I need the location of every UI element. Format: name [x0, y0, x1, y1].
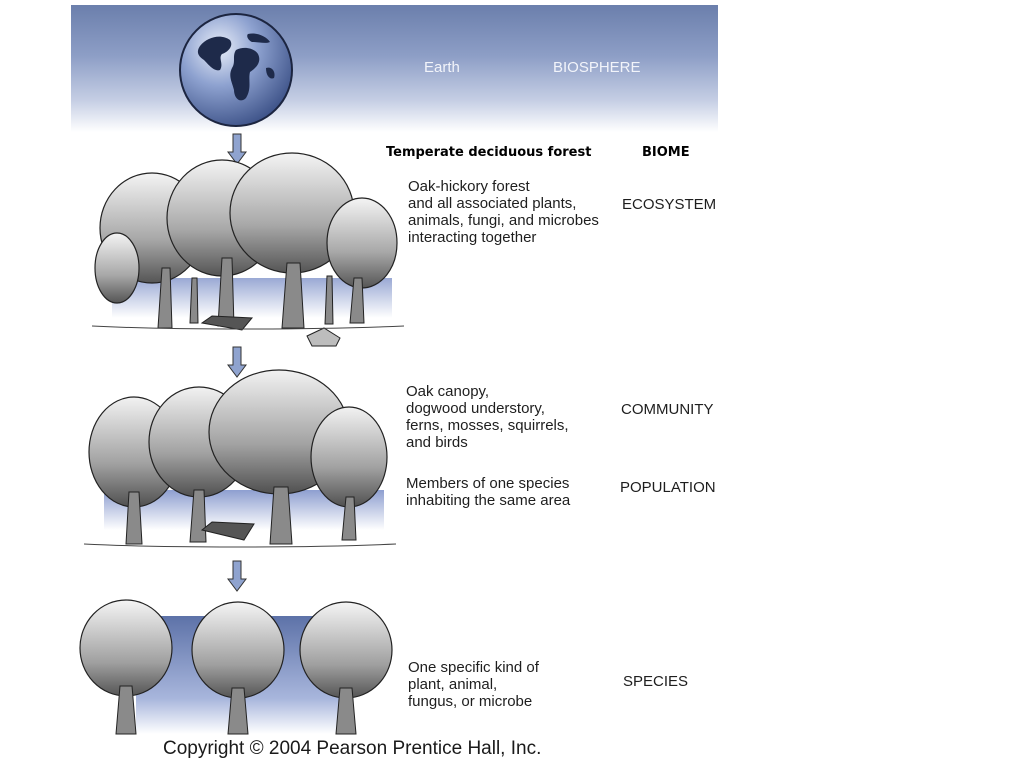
arrow-down-icon: [227, 346, 247, 378]
community-description: Oak canopy, dogwood understory, ferns, m…: [406, 383, 569, 451]
species-description: One specific kind of plant, animal, fung…: [408, 659, 539, 710]
biome-label: BIOME: [642, 145, 690, 160]
species-label: SPECIES: [623, 673, 689, 690]
species-trees-illustration: [79, 599, 393, 735]
population-label: POPULATION: [620, 479, 716, 496]
forest-ecosystem-illustration: [91, 152, 405, 347]
earth-globe-icon: [179, 13, 293, 127]
community-label: COMMUNITY: [621, 401, 714, 418]
population-description: Members of one species inhabiting the sa…: [406, 475, 571, 509]
copyright-text: Copyright © 2004 Pearson Prentice Hall, …: [163, 738, 542, 759]
forest-community-illustration: [83, 369, 397, 548]
ecosystem-description: Oak-hickory forest and all associated pl…: [408, 178, 599, 246]
biome-item: Temperate deciduous forest: [386, 145, 592, 160]
biosphere-label: BIOSPHERE: [553, 59, 641, 76]
arrow-down-icon: [227, 133, 247, 165]
ecosystem-label: ECOSYSTEM: [622, 196, 717, 213]
earth-label: Earth: [424, 59, 460, 76]
biosphere-band: [71, 5, 718, 132]
arrow-down-icon: [227, 560, 247, 592]
